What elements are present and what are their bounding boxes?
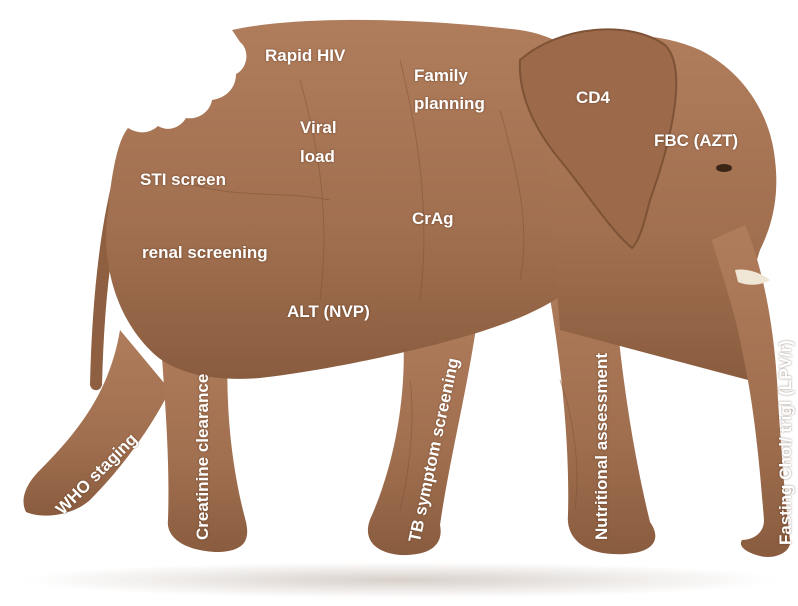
- label-rapid-hiv: Rapid HIV: [265, 46, 345, 66]
- label-crag: CrAg: [412, 209, 454, 229]
- label-family-planning-line2: planning: [414, 94, 485, 114]
- label-sti-screen: STI screen: [140, 170, 226, 190]
- label-creatinine-clearance: Creatinine clearance: [193, 374, 213, 540]
- label-viral-load-line2: load: [300, 147, 335, 167]
- label-alt: ALT (NVP): [287, 302, 370, 322]
- eye: [716, 164, 732, 172]
- tusk: [735, 269, 770, 284]
- ground-shadow: [20, 562, 780, 598]
- label-cd4: CD4: [576, 88, 610, 108]
- label-fbc: FBC (AZT): [654, 131, 738, 151]
- label-fasting-chol: Fasting Chol/ trigl (LPV/r): [776, 340, 796, 545]
- label-nutritional-assessment: Nutritional assessment: [592, 353, 612, 540]
- label-family-planning-line1: Family: [414, 66, 468, 86]
- label-renal-screening: renal screening: [142, 243, 268, 263]
- label-viral-load-line1: Viral: [300, 118, 337, 138]
